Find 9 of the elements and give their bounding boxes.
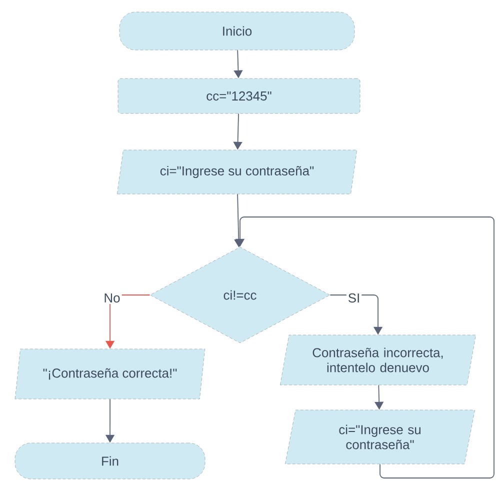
terminal-box: Inicio [119,12,355,50]
input-output-box: ci="Ingrese su contraseña" [285,410,475,464]
edge-label: No [102,292,122,304]
edge-label: SI [346,292,362,304]
input-output-box: ci="Ingrese su contraseña" [116,150,358,194]
input-output-box: "¡Contraseña correcta!" [14,348,206,400]
terminal-box: Fin [14,442,206,480]
input-output-box: Contraseña incorrecta, intentelo denuevo [280,334,476,386]
process-box: cc="12345" [118,78,360,114]
